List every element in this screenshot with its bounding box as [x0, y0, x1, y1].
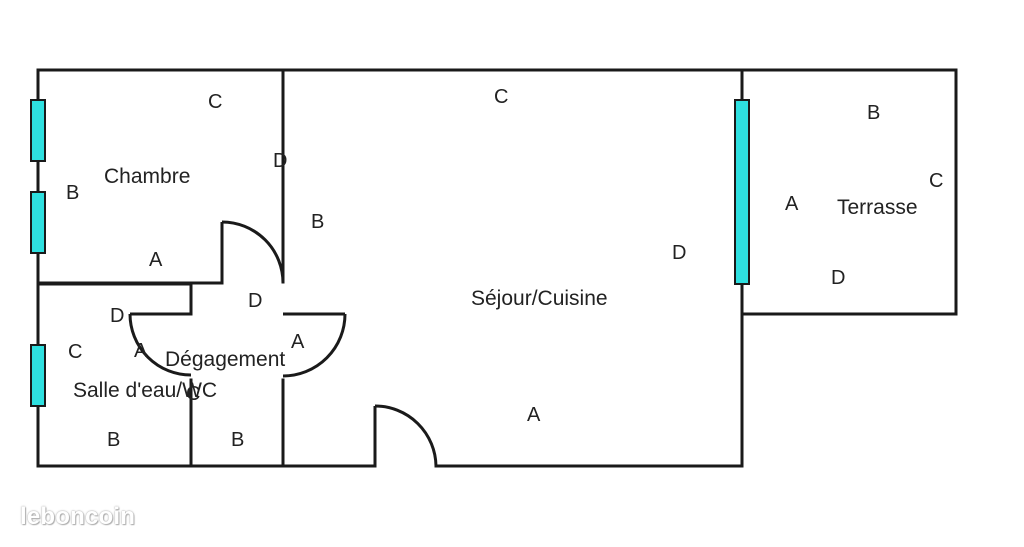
room-label-salle-eau: Salle d'eau/WC — [73, 379, 217, 402]
sejour-wall-right-letter: D — [672, 242, 686, 264]
window-chambre-2 — [30, 191, 46, 254]
window-salle-eau — [30, 344, 46, 407]
terrasse-wall-right-letter: C — [929, 170, 943, 192]
room-labels: Chambre Séjour/Cuisine Terrasse Dégageme… — [73, 165, 918, 402]
degagement-wall-left-letter: A — [134, 340, 148, 362]
doors — [128, 220, 438, 467]
door-chambre-arc — [221, 220, 285, 284]
windows — [30, 99, 750, 407]
walls — [36, 68, 958, 468]
room-label-sejour: Séjour/Cuisine — [471, 287, 608, 310]
degagement-wall-bottom-letter: B — [231, 429, 244, 451]
room-label-chambre: Chambre — [104, 165, 190, 188]
chambre-wall-right-letter: D — [273, 150, 287, 172]
degagement-wall-top-letter: D — [248, 290, 262, 312]
terrasse-wall-left-letter: A — [785, 193, 799, 215]
chambre-wall-top-letter: C — [208, 91, 222, 113]
door-entrance-arc — [374, 404, 438, 467]
room-label-terrasse: Terrasse — [837, 196, 918, 219]
sejour-wall-left-letter: B — [311, 211, 324, 233]
wall-letters: C B D A C B D A B A C D D A A B D C C B — [66, 86, 943, 451]
leboncoin-logo: leboncoin — [20, 503, 136, 530]
salle-eau-wall-bottom-letter: B — [107, 429, 120, 451]
door-sejour-arc — [282, 313, 347, 378]
window-sejour-terrasse — [734, 99, 750, 285]
sejour-wall-bottom-letter: A — [527, 404, 541, 426]
door-salle-eau-arc — [128, 313, 192, 377]
salle-eau-wall-top-letter: D — [110, 305, 124, 327]
salle-eau-wall-left-letter: C — [68, 341, 82, 363]
degagement-wall-right-letter: A — [291, 331, 305, 353]
window-chambre-1 — [30, 99, 46, 162]
room-label-degagement: Dégagement — [165, 348, 285, 371]
salle-eau-wall-right-letter: C — [186, 383, 200, 405]
terrasse-wall-bottom-letter: D — [831, 267, 845, 289]
sejour-wall-top-letter: C — [494, 86, 508, 108]
terrasse-wall-top-letter: B — [867, 102, 880, 124]
chambre-wall-left-letter: B — [66, 182, 79, 204]
chambre-wall-bottom-letter: A — [149, 249, 163, 271]
